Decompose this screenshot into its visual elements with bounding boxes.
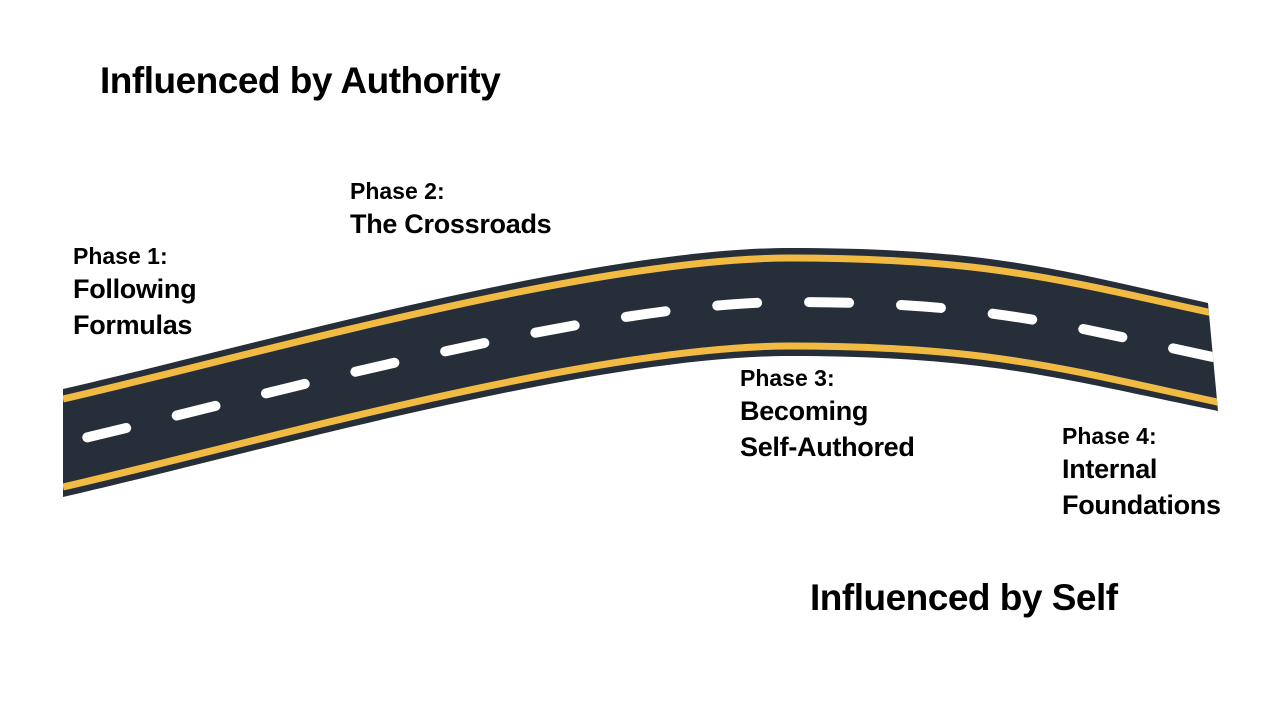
phase-4-block: Phase 4: Internal Foundations xyxy=(1062,421,1221,523)
phase-3-name-line-2: Self-Authored xyxy=(740,432,915,462)
phase-4-name-line-2: Foundations xyxy=(1062,490,1221,520)
phase-4-name-line-1: Internal xyxy=(1062,454,1158,484)
title-influenced-by-authority: Influenced by Authority xyxy=(100,60,501,101)
phase-2-block: Phase 2: The Crossroads xyxy=(350,176,552,242)
phase-2-label: Phase 2: xyxy=(350,178,445,204)
phase-3-block: Phase 3: Becoming Self-Authored xyxy=(740,363,915,465)
phase-3-label: Phase 3: xyxy=(740,365,835,391)
phase-1-name-line-2: Formulas xyxy=(73,310,193,340)
title-influenced-by-self: Influenced by Self xyxy=(810,577,1118,618)
phase-1-block: Phase 1: Following Formulas xyxy=(73,241,197,343)
road-asphalt xyxy=(63,248,1218,497)
phase-2-name-line-1: The Crossroads xyxy=(350,209,552,239)
phase-1-label: Phase 1: xyxy=(73,243,168,269)
phase-1-name-line-1: Following xyxy=(73,274,197,304)
phase-3-name-line-1: Becoming xyxy=(740,396,869,426)
phase-4-label: Phase 4: xyxy=(1062,423,1157,449)
